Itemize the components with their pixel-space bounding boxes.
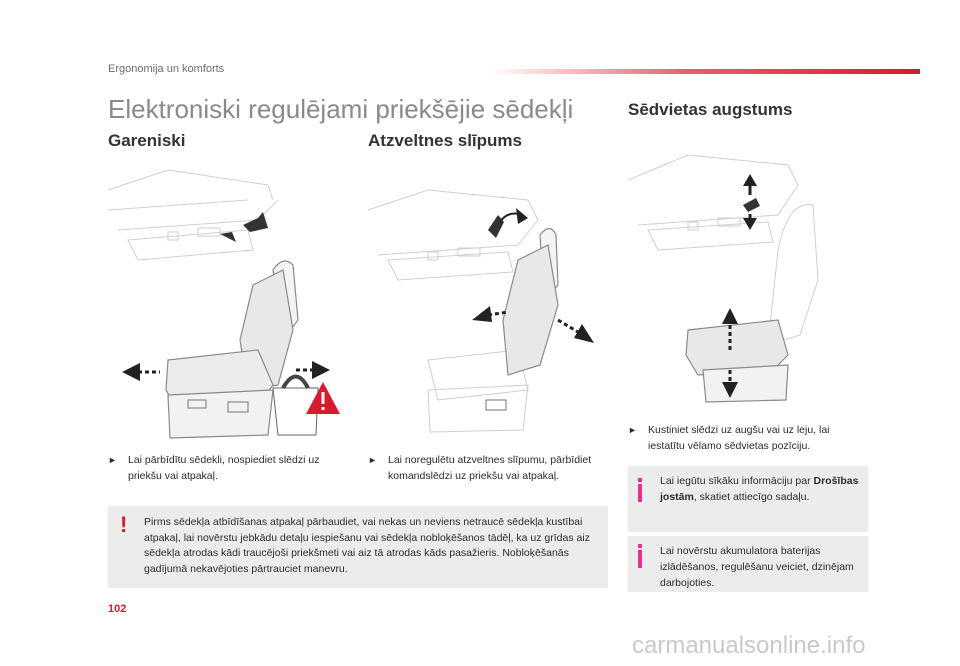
info-text-seatbelts: Lai iegūtu sīkāku informāciju par Drošīb… [660,475,859,503]
info-icon [638,478,642,502]
instruction-seat-height: ►Kustiniet slēdzi uz augšu vai uz leju, … [628,424,830,452]
instruction-longitudinal: ►Lai pārbīdītu sēdekli, nospiediet slēdz… [108,454,320,482]
heading-seat-height: Sēdvietas augstums [628,100,793,119]
section-label: Ergonomija un komforts [108,63,225,75]
warning-box: ! Pirms sēdekļa atbīdīšanas atpakaļ pārb… [108,506,608,588]
page-number: 102 [108,603,127,615]
bullet-icon: ► [108,455,117,465]
heading-longitudinal: Gareniski [108,131,186,150]
exclamation-icon: ! [120,512,128,537]
bullet-icon: ► [368,455,377,465]
heading-backrest: Atzveltnes slīpums [368,131,522,150]
illustration-backrest [368,189,594,433]
watermark: carmanualsonline.info [632,632,866,659]
seatbelts-link-text: Drošības jostām [660,475,859,503]
warning-text: Pirms sēdekļa atbīdīšanas atpakaļ pārbau… [144,516,590,575]
header-accent-bar [490,69,920,74]
info-icon [638,544,642,568]
info-box-seatbelts: Lai iegūtu sīkāku informāciju par Drošīb… [628,466,868,532]
bullet-icon: ► [628,425,637,435]
info-text-battery: Lai novērstu akumulatora baterijas izlād… [660,545,854,589]
illustration-longitudinal [108,169,340,439]
illustration-seat-height [628,154,819,403]
page-title: Elektroniski regulējami priekšējie sēdek… [108,94,574,124]
info-box-battery: Lai novērstu akumulatora baterijas izlād… [628,536,868,592]
instruction-backrest: ►Lai noregulētu atzveltnes slīpumu, pārb… [368,454,592,482]
